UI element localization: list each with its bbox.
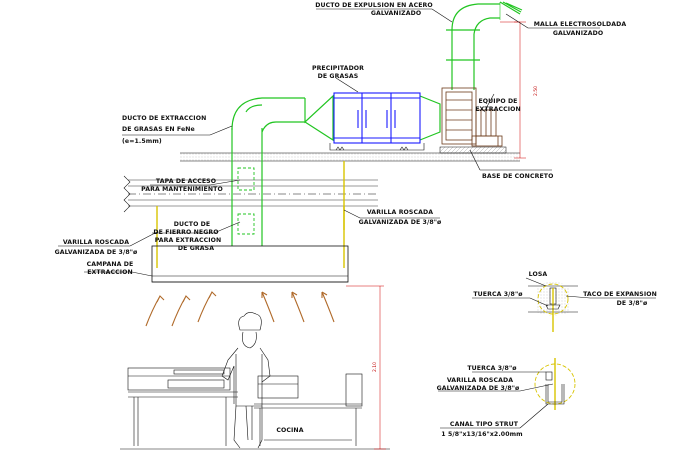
label-ducto-extraccion: DUCTO DE EXTRACCION [122,115,206,122]
leader-lines [58,8,656,429]
label-ducto-fierro-3: PARA EXTRACCION [155,237,222,244]
label-ducto-fierro: DUCTO DE [174,221,211,228]
dimension-lower: 2.10 [372,362,378,372]
label-ducto-extraccion-2: DE GRASAS EN FeNe [122,126,195,133]
detail-anchor [528,282,578,332]
label-taco-2: DE 3/8"ø [617,300,648,307]
extraction-hood [151,245,349,283]
label-base-concreto: BASE DE CONCRETO [482,173,553,180]
label-varilla-left-2: GALVANIZADA DE 3/8"ø [55,249,138,256]
label-varilla-detail-2: GALVANIZADA DE 3/8"ø [437,385,520,392]
dimension-lines [346,21,526,450]
label-ducto-fierro-2: DE FIERRO NEGRO [153,229,218,236]
roof-slab [180,152,520,162]
label-tapa: TAPA DE ACCESO [156,178,216,185]
label-canal-2: 1 5/8"x13/16"x2.00mm [441,431,522,438]
label-varilla-left: VARILLA ROSCADA [63,239,129,246]
heat-flow-arrows [145,291,335,327]
label-ducto-expulsion-2: GALVANIZADO [371,10,421,17]
ceiling-beams [123,175,378,213]
label-precipitador-2: DE GRASAS [318,73,359,80]
chef-figure [221,312,271,449]
kitchen-grill [127,367,363,446]
concrete-base [439,146,507,154]
extraction-fan [441,87,503,147]
label-tuerca-top: TUERCA 3/8"ø [473,291,522,298]
label-canal: CANAL TIPO STRUT [450,421,519,428]
labels: DUCTO DE EXPULSION EN ACERO GALVANIZADO … [55,2,657,438]
label-losa: LOSA [529,271,548,278]
label-varilla-right-2: GALVANIZADA DE 3/8"ø [359,219,442,226]
label-varilla-right: VARILLA ROSCADA [367,209,433,216]
grease-precipitator [329,92,425,151]
label-malla-2: GALVANIZADO [553,30,603,37]
label-varilla-detail: VARILLA ROSCADA [447,377,513,384]
label-tuerca-bottom: TUERCA 3/8"ø [467,365,516,372]
label-equipo: EQUIPO DE [478,98,517,105]
grease-duct [231,3,500,246]
label-malla: MALLA ELECTROSOLDADA [534,21,627,28]
mesh-screen [499,1,523,20]
label-precipitador: PRECIPITADOR [312,65,364,72]
label-ducto-fierro-4: DE GRASA [178,245,214,252]
label-ducto-expulsion: DUCTO DE EXPULSION EN ACERO [315,2,433,9]
label-taco: TACO DE EXPANSION [583,291,657,298]
label-equipo-2: EXTRACCION [475,106,521,113]
detail-strut [534,358,576,410]
label-campana: CAMPANA DE [87,261,134,268]
label-campana-2: EXTRACCION [87,269,133,276]
label-tapa-2: PARA MANTENIMIENTO [141,186,223,193]
label-cocina: COCINA [276,427,303,434]
label-ducto-extraccion-3: (e=1.5mm) [122,138,162,145]
dimension-upper: 2.50 [533,86,539,96]
